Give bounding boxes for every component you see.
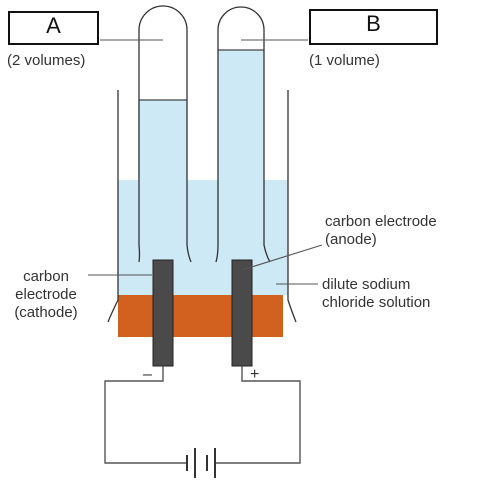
anode-label-line2: (anode): [325, 231, 377, 248]
plus-sign: +: [250, 366, 260, 383]
cathode-label: carbon electrode (cathode): [0, 268, 92, 322]
leader-anode: [241, 244, 323, 271]
tube-b-liquid: [218, 50, 264, 280]
anode-label-line1: carbon electrode: [325, 213, 437, 230]
wire-positive: [215, 366, 301, 464]
cathode-electrode: [152, 259, 174, 367]
tube-a-gas: [139, 6, 187, 100]
minus-sign: –: [143, 366, 152, 383]
beaker-base: [118, 295, 283, 337]
wire-negative: [104, 366, 187, 464]
beaker-wall-right: [287, 90, 297, 323]
label-box-b: B: [309, 9, 438, 45]
cathode-label-line1: carbon: [23, 268, 69, 285]
cathode-label-line3: (cathode): [14, 304, 78, 321]
tube-a-liquid: [138, 100, 187, 280]
solution-label: dilute sodium chloride solution: [322, 276, 430, 312]
volume-label-b: (1 volume): [309, 52, 380, 69]
solution-label-line2: chloride solution: [322, 294, 431, 311]
volume-label-a: (2 volumes): [7, 52, 86, 69]
beaker-wall-left: [107, 90, 119, 323]
tube-b: [215, 6, 271, 263]
label-box-a: A: [8, 11, 99, 45]
tube-a: [138, 5, 192, 263]
solution-label-line1: dilute sodium: [322, 276, 411, 293]
tube-b-gas: [218, 7, 264, 50]
anode-label: carbon electrode (anode): [325, 213, 437, 249]
cathode-label-line2: electrode: [15, 286, 77, 303]
battery-icon: [186, 448, 216, 478]
anode-electrode: [231, 259, 253, 367]
